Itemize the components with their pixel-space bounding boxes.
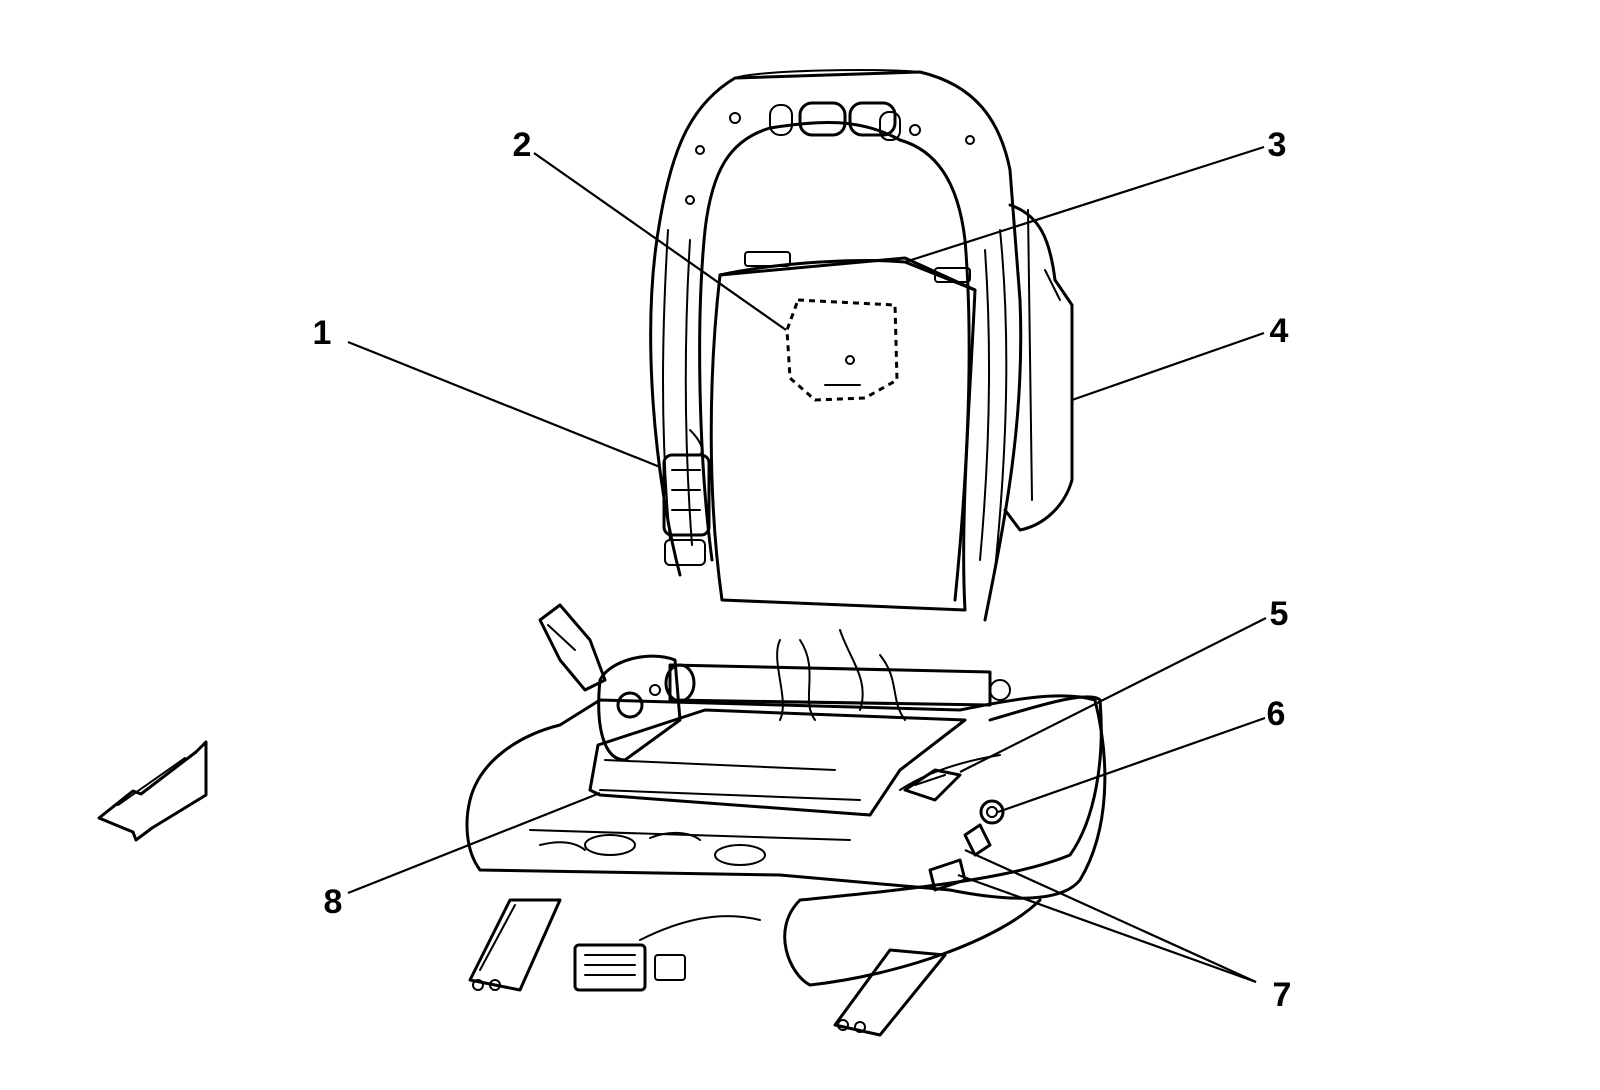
leader-5 [959,617,1267,773]
leader-6 [997,716,1266,814]
leader-7b [957,873,1257,984]
callout-7: 7 [1273,976,1292,1014]
callout-8: 8 [324,883,343,921]
callout-labels: 1 2 3 4 5 6 7 8 [313,126,1292,1014]
leader-4 [1071,331,1265,402]
side-shield [783,695,1103,987]
seat-belt-buckle [538,603,607,692]
callout-3: 3 [1268,126,1287,164]
callout-1: 1 [313,314,332,352]
leader-3 [904,145,1265,264]
module-outline [785,298,899,402]
leader-8 [347,791,601,895]
seat-back-frame [649,69,1023,622]
actuator [662,429,711,566]
cross-tube [664,629,1011,721]
callout-5: 5 [1270,595,1289,633]
left-recliner [597,654,682,762]
seat-switch-block [903,768,962,802]
seat-cushion-pan [465,694,1107,900]
control-knob [979,799,1005,825]
front-direction-arrow-icon [97,740,208,842]
adjuster-switches [928,823,992,892]
callout-4: 4 [1270,312,1289,350]
upper-panel-edge [718,251,977,292]
leader-7a [964,848,1257,984]
seat-tracks [468,898,947,1037]
leader-lines [347,145,1267,984]
leader-1 [347,340,661,469]
leader-2 [533,152,787,331]
callout-2: 2 [513,126,532,164]
callout-6: 6 [1267,695,1286,733]
